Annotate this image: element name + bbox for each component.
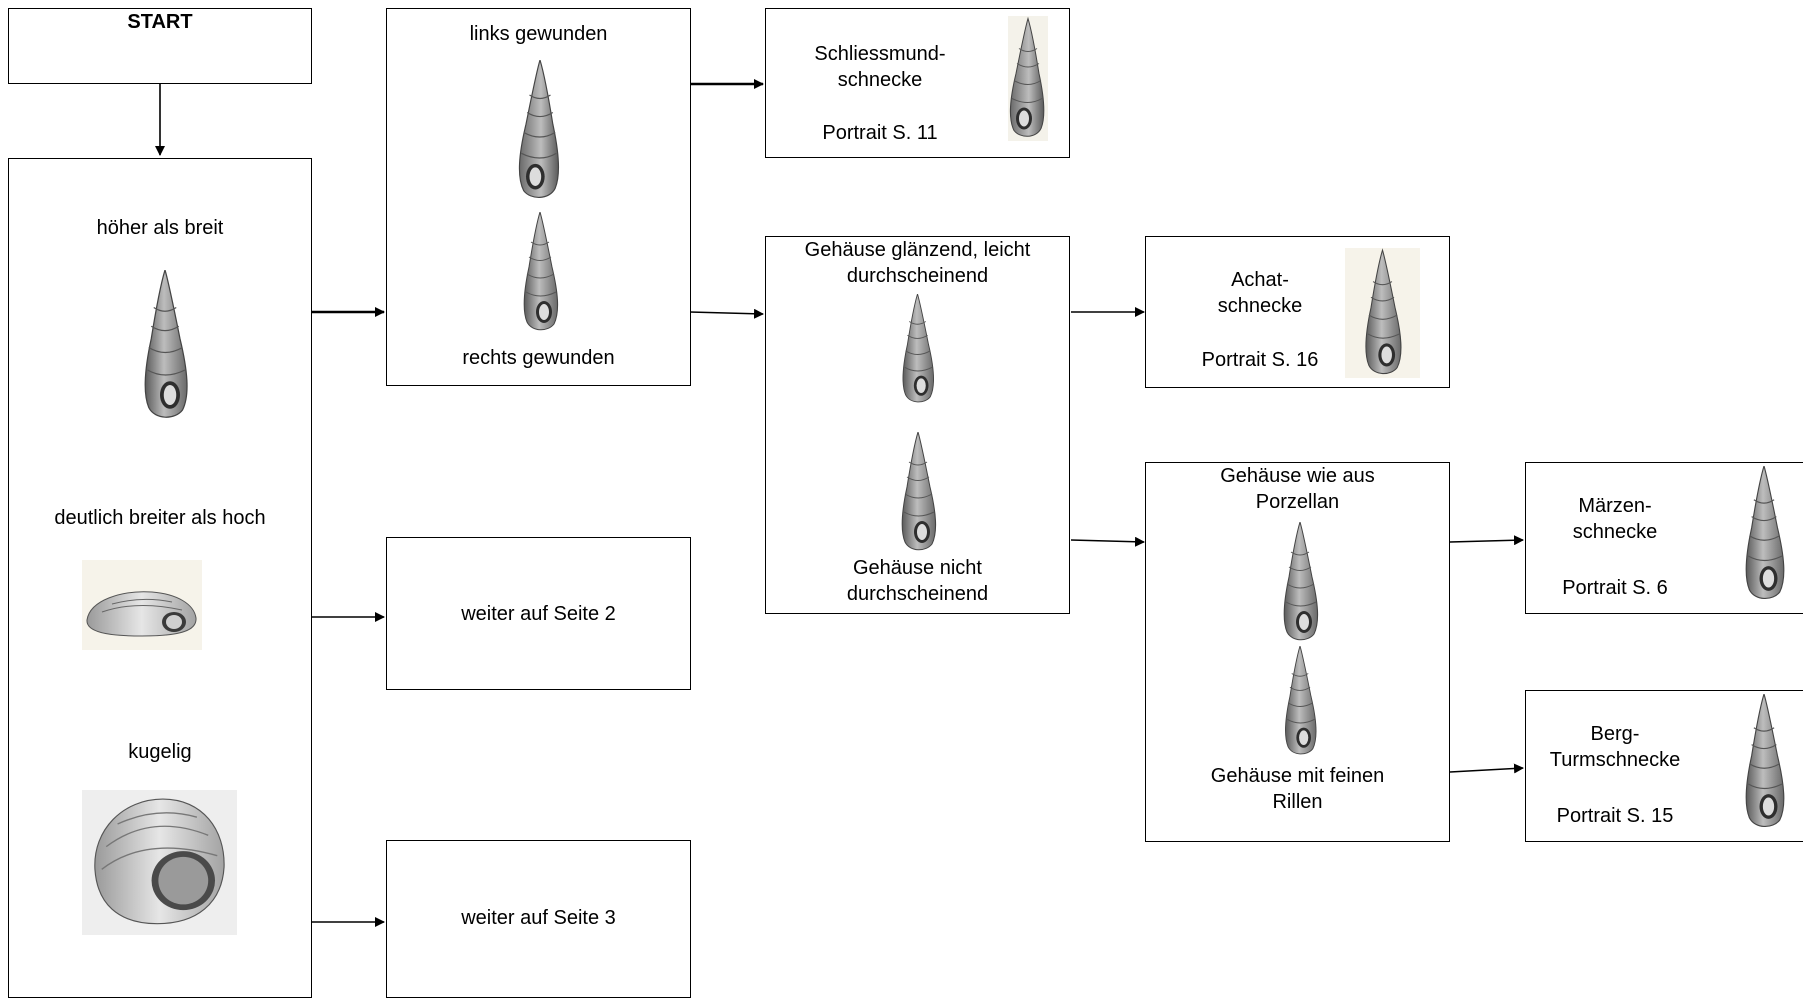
opaque-label-line2: durchscheinend xyxy=(846,583,989,605)
berg-shell-image xyxy=(1745,694,1785,828)
right-coiled-shell-image xyxy=(523,212,559,331)
achat-shell-image xyxy=(1345,248,1420,378)
maerzen-name-line1: Märzen- xyxy=(1578,495,1652,517)
glossy-shell-image xyxy=(902,294,935,403)
grooved-shell-image xyxy=(1284,646,1317,755)
left-coiled-shell-image xyxy=(518,60,560,198)
continue-page2-box xyxy=(386,537,691,690)
berg-name-line1: Berg- xyxy=(1590,723,1640,745)
achat-portrait-ref: Portrait S. 16 xyxy=(1201,349,1319,371)
option-wider-than-tall: deutlich breiter als hoch xyxy=(54,507,266,529)
opaque-shell-image xyxy=(901,432,937,551)
glossy-label-line1: Gehäuse glänzend, leicht xyxy=(804,239,1031,261)
porcelain-shell-image xyxy=(1283,522,1319,641)
globular-shell-image xyxy=(82,790,237,935)
continue-page2-label: weiter auf Seite 2 xyxy=(461,603,616,625)
schliessmund-shell-image xyxy=(1008,16,1048,141)
maerzen-portrait-ref: Portrait S. 6 xyxy=(1562,577,1668,599)
continue-page3-label: weiter auf Seite 3 xyxy=(461,907,616,929)
start-box xyxy=(8,8,312,84)
surface-question-box xyxy=(1145,462,1450,842)
option-taller-than-wide: höher als breit xyxy=(96,217,224,239)
left-coiled-label: links gewunden xyxy=(469,23,608,45)
porcelain-label-line2: Porzellan xyxy=(1255,491,1340,513)
continue-page3-box xyxy=(386,840,691,998)
berg-portrait-ref: Portrait S. 15 xyxy=(1556,805,1674,827)
grooves-label-line1: Gehäuse mit feinen xyxy=(1210,765,1385,787)
achat-name-line1: Achat- xyxy=(1231,269,1289,291)
porcelain-label-line1: Gehäuse wie aus xyxy=(1220,465,1375,487)
grooves-label-line2: Rillen xyxy=(1272,791,1323,813)
berg-name-line2: Turmschnecke xyxy=(1549,749,1681,771)
achat-name-line2: schnecke xyxy=(1217,295,1303,317)
option-globular: kugelig xyxy=(128,741,192,763)
maerzen-name-line2: schnecke xyxy=(1572,521,1658,543)
right-coiled-label: rechts gewunden xyxy=(462,347,615,369)
maerzen-shell-image xyxy=(1745,466,1785,600)
flat-shell-image xyxy=(82,560,202,650)
opaque-label-line1: Gehäuse nicht xyxy=(853,557,982,579)
schliessmund-name-line2: schnecke xyxy=(837,69,923,91)
schliessmund-name-line1: Schliessmund- xyxy=(814,43,946,65)
schliessmund-portrait-ref: Portrait S. 11 xyxy=(822,122,938,144)
start-label: START xyxy=(127,11,193,33)
tall-shell-image xyxy=(144,270,188,418)
glossy-label-line2: durchscheinend xyxy=(846,265,989,287)
